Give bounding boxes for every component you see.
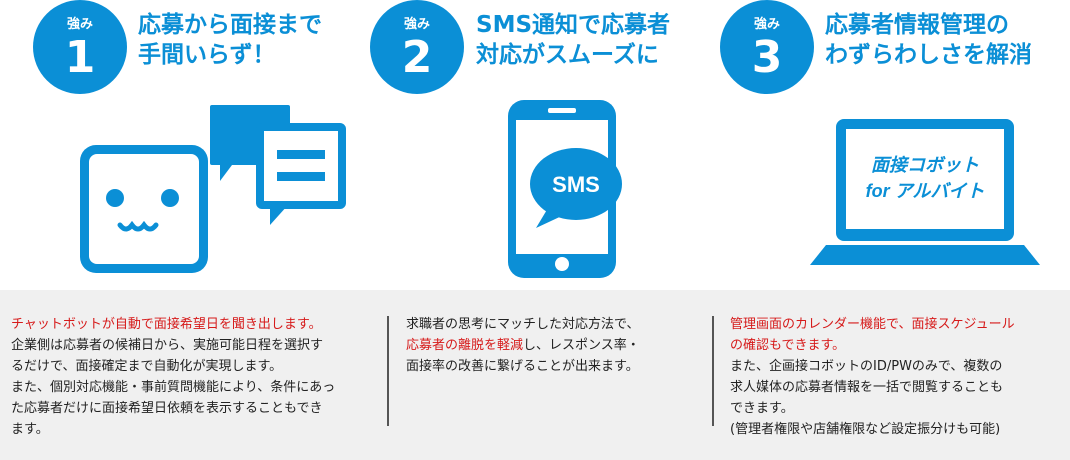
divider <box>387 316 389 426</box>
svg-text:for アルバイト: for アルバイト <box>866 181 985 201</box>
descriptions-panel <box>0 290 1070 460</box>
divider <box>712 316 714 426</box>
sms-label: SMS <box>552 172 600 197</box>
strength-title-1: 応募から面接まで 手間いらず！ <box>138 12 322 68</box>
chatbot-face-icon <box>80 145 208 273</box>
chatbot-illustration <box>80 105 346 273</box>
strength-3: 強み 3 応募者情報管理の わずらわしさを解消 面接コボット for アルバイト <box>713 0 1070 290</box>
strength-badge-3: 強み 3 <box>720 0 814 94</box>
smartphone-illustration: SMS <box>508 100 622 278</box>
strength-title-3: 応募者情報管理の わずらわしさを解消 <box>825 12 1032 68</box>
badge-label: 強み <box>66 17 93 32</box>
strength-badge-2: 強み 2 <box>370 0 464 94</box>
speech-bubbles-icon <box>210 105 346 225</box>
badge-number: 1 <box>64 32 96 83</box>
laptop-illustration: 面接コボット for アルバイト <box>810 119 1040 265</box>
badge-label: 強み <box>403 17 430 32</box>
strength-2: 強み 2 SMS通知で応募者 対応がスムーズに SMS <box>356 0 713 290</box>
strength-1: 強み 1 応募から面接まで 手間いらず！ <box>0 0 356 290</box>
badge-label: 強み <box>753 17 780 32</box>
logo-text: 面接コボット for アルバイト <box>866 155 985 201</box>
badge-number: 3 <box>751 32 783 83</box>
laptop-icon <box>810 119 1040 265</box>
strength-badge-1: 強み 1 <box>33 0 127 94</box>
badge-number: 2 <box>401 32 433 83</box>
strength-1-description: チャットボットが自動で面接希望日を聞き出します。 企業側は応募者の候補日から、実… <box>11 317 336 437</box>
sms-bubble-icon: SMS <box>530 148 622 228</box>
strength-title-2: SMS通知で応募者 対応がスムーズに <box>476 12 671 68</box>
strength-2-description: 求職者の思考にマッチした対応方法で、 応募者の離脱を軽減し、レスポンス率・ 面接… <box>406 317 640 374</box>
svg-text:面接コボット: 面接コボット <box>871 155 979 175</box>
strength-3-description: 管理画面のカレンダー機能で、面接スケジュール の確認もできます。 また、企画接コ… <box>730 317 1015 437</box>
